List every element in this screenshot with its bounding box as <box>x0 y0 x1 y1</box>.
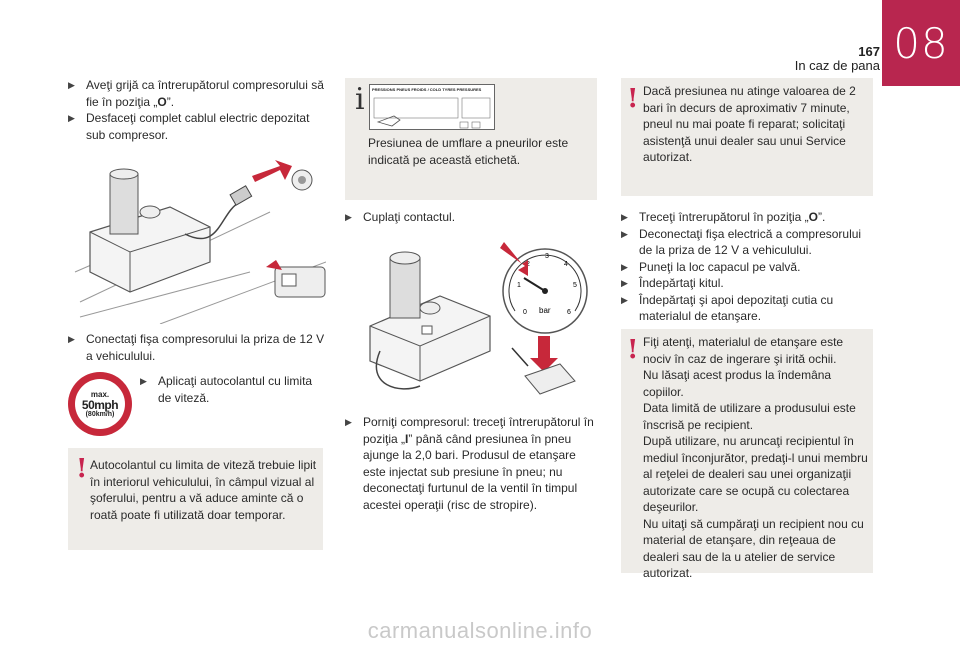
warning-text: Autocolantul cu limita de viteză trebuie… <box>90 458 317 522</box>
watermark: carmanualsonline.info <box>367 618 593 643</box>
bullet-arrow-icon: ▶ <box>68 334 75 344</box>
bullet-arrow-icon: ▶ <box>68 80 75 90</box>
bullet-arrow-icon: ▶ <box>345 417 352 427</box>
bullet-arrow-icon: ▶ <box>140 376 147 386</box>
warning-box-sealant: ! Fiţi atenţi, materialul de etanşare es… <box>621 329 873 580</box>
bullet-arrow-icon: ▶ <box>68 113 75 123</box>
info-box-pressure-label: i PRESSIONS PNEUS FROIDS / COLD TYRES PR… <box>345 78 597 200</box>
chapter-number: 08 <box>893 18 949 68</box>
bullet-valve-cap: ▶ Puneţi la loc capacul pe valvă. <box>621 259 801 274</box>
gauge-tick-label: 5 <box>573 282 577 289</box>
bullet-disconnect: ▶ Deconectaţi fişa electrică a compresor… <box>621 226 862 258</box>
section-title: In caz de pana <box>794 58 880 73</box>
page-number: 167 <box>858 44 880 59</box>
col3-bullets: ▶ Treceţi întrerupătorul în poziţia „O”.… <box>621 209 873 325</box>
speed-limit-sticker: max. 50mph (80km/h) <box>68 372 132 436</box>
bullet-remove-kit: ▶ Îndepărtaţi kitul. <box>621 276 724 290</box>
compressor-plug-illustration <box>70 152 326 324</box>
gauge-tick-label: 6 <box>567 309 571 316</box>
bullet-unroll-cable: ▶ Desfaceţi complet cablul electric depo… <box>68 111 310 142</box>
bullet-switch-off: ▶ Aveţi grijă ca întrerupătorul compreso… <box>68 78 324 109</box>
gauge-tick-label: 4 <box>564 261 568 268</box>
warning-icon: ! <box>627 335 639 365</box>
warning-box-sticker: ! Autocolantul cu limita de viteză trebu… <box>68 448 323 550</box>
bullet-arrow-icon: ▶ <box>621 261 628 272</box>
switch-off-symbol: O <box>157 94 167 109</box>
gauge-tick-label: 0 <box>523 309 527 316</box>
bullet-arrow-icon: ▶ <box>345 212 352 222</box>
info-icon: i <box>355 82 365 117</box>
switch-off-symbol: O <box>808 210 818 224</box>
warning-box-pressure: ! Dacă presiunea nu atinge valoarea de 2… <box>621 78 873 196</box>
bullet-store-sealant: ▶ Îndepărtaţi şi apoi depozitaţi cutia c… <box>621 292 834 324</box>
bullet-arrow-icon: ▶ <box>621 294 628 305</box>
bullet-arrow-icon: ▶ <box>621 212 628 222</box>
bullet-connect: ▶ Conectaţi fişa compresorului la priza … <box>68 332 325 363</box>
bullet-contact: ▶ Cuplaţi contactul. <box>345 210 456 224</box>
bullet-switch-off: ▶ Treceţi întrerupătorul în poziţia „O”. <box>621 210 826 224</box>
tyre-pressure-label-graphic <box>373 97 491 129</box>
info-text: Presiunea de umflare a pneurilor este in… <box>368 136 569 167</box>
tyre-pressure-label: PRESSIONS PNEUS FROIDS / COLD TYRES PRES… <box>369 84 495 130</box>
chapter-tab: 08 <box>882 0 960 86</box>
gauge-unit: bar <box>539 306 551 315</box>
warning-text: Dacă presiunea nu atinge valoarea de 2 b… <box>643 84 856 164</box>
col1-bullets-top: ▶ Aveţi grijă ca întrerupătorul compreso… <box>68 77 328 143</box>
bullet-arrow-icon: ▶ <box>621 278 628 288</box>
gauge-tick-label: 1 <box>517 282 521 289</box>
tyre-pressure-label-title: PRESSIONS PNEUS FROIDS / COLD TYRES PRES… <box>372 87 482 92</box>
bullet-start-compressor: ▶ Porniţi compresorul: treceţi întrerupă… <box>345 415 594 512</box>
bullet-arrow-icon: ▶ <box>621 228 628 239</box>
compressor-gauge-illustration: 0 1 2 3 4 5 6 bar <box>360 236 590 398</box>
warning-icon: ! <box>627 84 639 114</box>
warning-text: Fiţi atenţi, materialul de etanşare este… <box>643 335 868 580</box>
gauge-tick-label: 3 <box>545 253 549 260</box>
switch-on-symbol: I <box>405 431 409 446</box>
warning-icon: ! <box>76 454 88 484</box>
bullet-sticker: ▶ Aplicaţi autocolantul cu limita de vit… <box>140 374 313 405</box>
